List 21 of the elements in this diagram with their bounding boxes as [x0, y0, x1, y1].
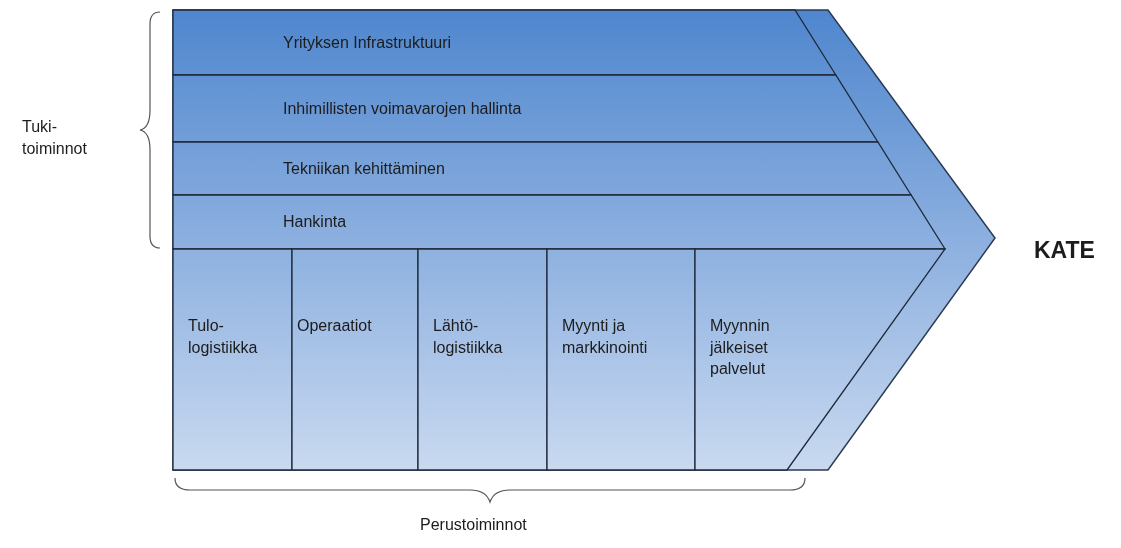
- activity-label: Myynnin jälkeiset palvelut: [710, 316, 771, 380]
- activity-label: Hankinta: [283, 213, 347, 231]
- primary-activity-box: [292, 249, 418, 470]
- support-activity-band: [173, 195, 945, 249]
- margin-label: KATE: [1034, 236, 1095, 265]
- activity-label: Inhimillisten voimavarojen hallinta: [283, 99, 522, 118]
- support-activity-band: [173, 75, 878, 142]
- activity-label: Lähtö- logistiikka: [433, 316, 504, 358]
- primary-activity-box: [418, 249, 547, 470]
- support-activity-band: [173, 10, 836, 75]
- primary-activity-box: [547, 249, 695, 470]
- activity-label: Yrityksen Infrastruktuuri: [283, 33, 452, 52]
- activity-label: Tulo- logistiikka: [188, 316, 259, 358]
- primary-activity-box: [695, 249, 945, 470]
- primary-activity-box: [173, 249, 292, 470]
- activity-label: Myynti ja markkinointi: [562, 316, 649, 358]
- activity-label: Tekniikan kehittäminen: [283, 159, 445, 178]
- group-label: Tuki- toiminnot: [22, 117, 88, 159]
- support-activity-band: [173, 142, 912, 195]
- activity-label: Operaatiot: [297, 316, 373, 336]
- group-label: Perustoiminnot: [420, 515, 527, 535]
